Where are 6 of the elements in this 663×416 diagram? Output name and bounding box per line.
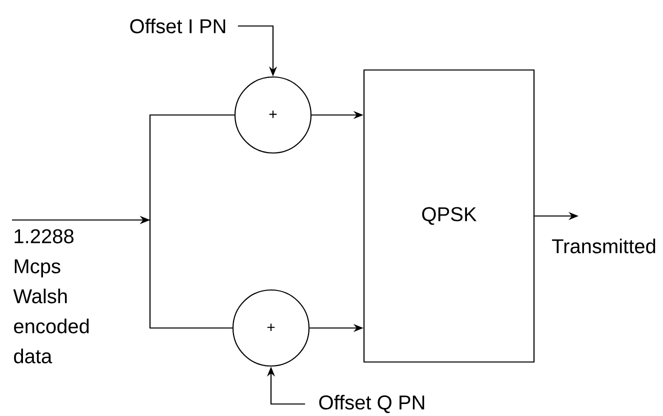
signal-label: Transmitted [552,238,656,254]
arrow [12,216,232,329]
signal-label: Offset Q PN [319,394,424,414]
modulator-box: QPSK [363,69,535,363]
signal-label: Offset I PN [130,18,226,34]
input-label: 1.2288 Mcps Walsh encoded data [13,229,89,364]
